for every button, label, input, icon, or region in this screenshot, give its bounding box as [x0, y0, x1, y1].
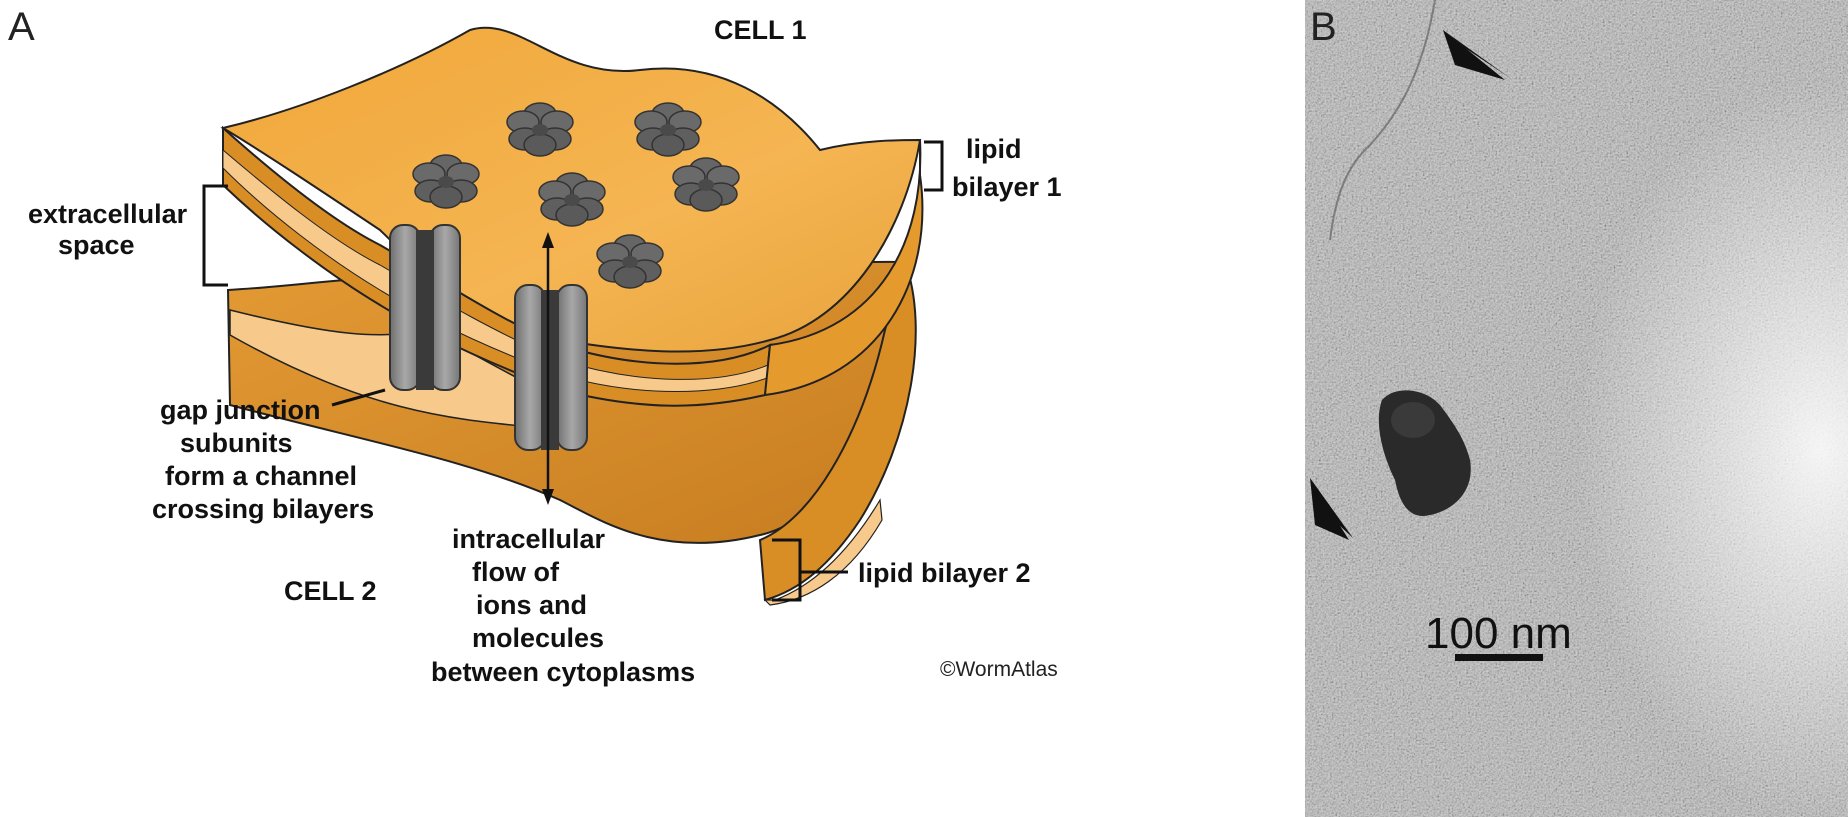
intracellular-flow-label-4: molecules	[472, 623, 604, 653]
extracellular-space-label-2: space	[58, 230, 135, 260]
gap-junction-channel-right	[515, 285, 587, 450]
gap-junction-label-2: subunits	[180, 428, 293, 458]
bracket-bilayer-1	[924, 142, 942, 190]
panel-b-micrograph: B 100 nm	[1305, 0, 1848, 817]
intracellular-flow-label-3: ions and	[476, 590, 587, 620]
gap-junction-label-4: crossing bilayers	[152, 494, 374, 524]
gap-junction-channel-left	[390, 225, 460, 390]
panel-a-letter: A	[8, 5, 35, 49]
cell-1-label: CELL 1	[714, 15, 807, 45]
cell-2-label: CELL 2	[284, 576, 377, 606]
gap-junction-label-1: gap junction	[160, 395, 320, 425]
scale-bar	[1455, 654, 1543, 661]
intracellular-flow-label-1: intracellular	[452, 524, 606, 554]
wormatlas-credit: ©WormAtlas	[940, 658, 1058, 681]
scale-bar-label: 100 nm	[1425, 609, 1572, 658]
bracket-extracellular	[204, 186, 228, 285]
intracellular-flow-label-2: flow of	[472, 557, 560, 587]
extracellular-space-label: extracellular	[28, 199, 188, 229]
lipid-bilayer-1-label-2: bilayer 1	[952, 172, 1062, 202]
lipid-bilayer-1-label: lipid	[966, 134, 1022, 164]
lipid-bilayer-2-label: lipid bilayer 2	[858, 558, 1031, 588]
panel-a-diagram: A CELL 1 CELL 2 lipid bilayer 1 lipid bi…	[0, 0, 1305, 817]
panel-b-letter: B	[1310, 5, 1337, 49]
gap-junction-label-3: form a channel	[165, 461, 357, 491]
intracellular-flow-label-5: between cytoplasms	[431, 657, 695, 687]
